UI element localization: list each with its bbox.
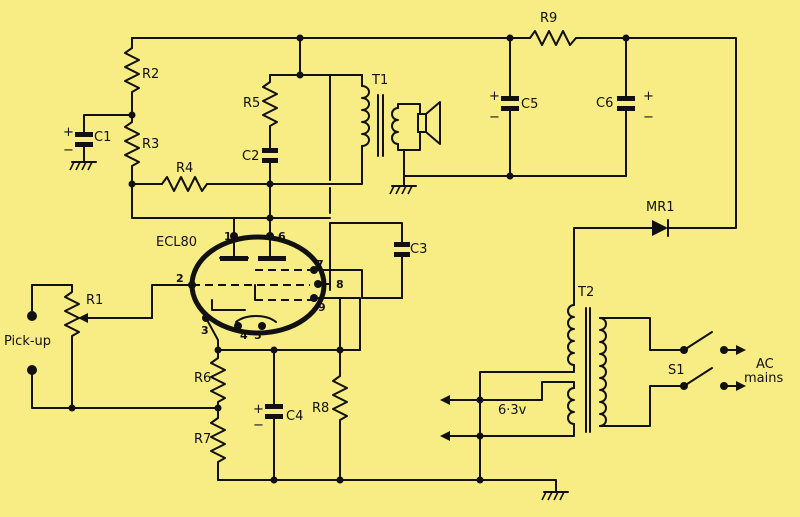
mr1-label: MR1 [646, 200, 675, 215]
svg-text:−: − [643, 110, 654, 125]
svg-text:6: 6 [278, 230, 286, 243]
resistor-r5: R5 [243, 74, 278, 149]
resistor-r6: R6 [194, 349, 226, 409]
svg-text:+: + [253, 402, 264, 417]
potentiometer-r1: R1 [64, 284, 193, 409]
resistor-r7: R7 [194, 407, 226, 481]
c6-label: C6 [596, 96, 613, 111]
svg-text:−: − [63, 143, 74, 158]
resistor-r2: R2 [124, 47, 159, 116]
ground-symbol-main [541, 491, 569, 501]
svg-text:+: + [63, 125, 74, 140]
svg-text:2: 2 [176, 272, 184, 285]
r6-label: R6 [194, 371, 211, 386]
c3-label: C3 [410, 242, 427, 257]
svg-text:3: 3 [201, 324, 209, 337]
switch-s1: S1 [668, 331, 728, 390]
ground-symbol-speaker [389, 175, 417, 195]
c2-label: C2 [242, 149, 259, 164]
diode-mr1: MR1 [573, 200, 675, 306]
capacitor-c3: C3 [329, 222, 427, 299]
capacitor-c4: C4 + − [253, 349, 303, 481]
r3-label: R3 [142, 137, 159, 152]
pickup-label: Pick-up [4, 334, 51, 349]
r4-label: R4 [176, 161, 193, 176]
capacitor-c2: C2 [242, 148, 278, 185]
r9-label: R9 [540, 11, 557, 26]
t2-label: T2 [577, 285, 594, 300]
ac-label: AC [756, 357, 774, 372]
supply-rail [131, 34, 737, 229]
speaker-icon [397, 101, 441, 177]
transformer-t1: T1 [269, 73, 399, 185]
svg-text:7: 7 [316, 258, 324, 271]
svg-text:+: + [489, 89, 500, 104]
resistor-r4: R4 [131, 161, 271, 192]
r5-label: R5 [243, 96, 260, 111]
heater-voltage-label: 6·3v [498, 403, 527, 418]
mains-label: mains [744, 371, 783, 386]
svg-text:−: − [489, 110, 500, 125]
ac-mains-terminals: AC mains [723, 345, 783, 391]
r8-label: R8 [312, 401, 329, 416]
svg-text:8: 8 [336, 278, 344, 291]
c5-label: C5 [521, 97, 538, 112]
capacitor-c6: C6 + − [596, 37, 654, 177]
s1-label: S1 [668, 363, 685, 378]
svg-text:1: 1 [224, 230, 232, 243]
r7-label: R7 [194, 432, 211, 447]
resistor-r9: R9 [529, 11, 577, 46]
capacitor-c1: C1 + − [63, 114, 133, 163]
r1-label: R1 [86, 293, 103, 308]
resistor-r8: R8 [312, 297, 348, 481]
transformer-t2: T2 6·3v [440, 285, 683, 481]
svg-text:4: 4 [240, 329, 248, 342]
c1-label: C1 [94, 130, 111, 145]
capacitor-c5: C5 + − [489, 37, 538, 177]
svg-text:9: 9 [318, 301, 326, 314]
pickup-input: Pick-up [4, 284, 219, 409]
svg-text:5: 5 [254, 329, 262, 342]
r2-label: R2 [142, 67, 159, 82]
resistor-r3: R3 [124, 114, 159, 185]
ground-symbol-c1 [69, 161, 97, 171]
svg-text:−: − [253, 418, 264, 433]
svg-text:+: + [643, 89, 654, 104]
tube-label: ECL80 [156, 235, 197, 250]
t1-label: T1 [371, 73, 388, 88]
c4-label: C4 [286, 409, 303, 424]
